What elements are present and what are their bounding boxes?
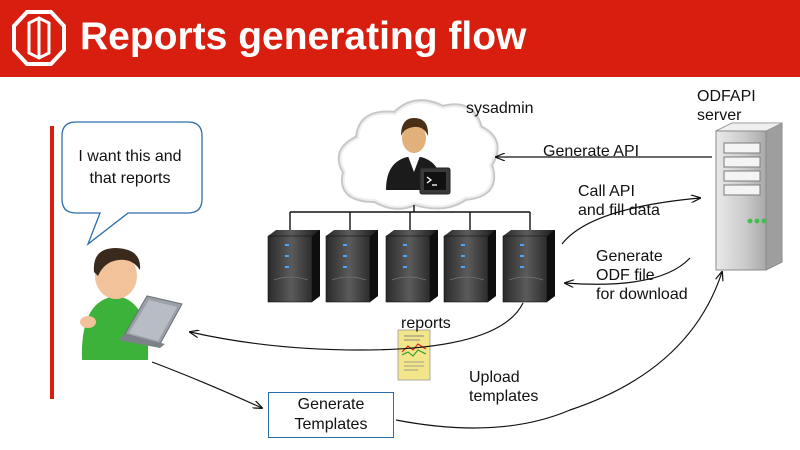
report-document-icon (397, 329, 431, 381)
box-label-line: Generate (297, 396, 365, 413)
arrow-call-api (561, 198, 700, 245)
page-title: Reports generating flow (80, 15, 527, 58)
edge-label-line: Generate (596, 248, 663, 265)
arrow-generate-odf (565, 257, 691, 284)
edge-label-line: for download (596, 286, 688, 303)
user-with-laptop-icon (80, 248, 183, 360)
sysadmin-in-cloud-icon (337, 99, 499, 210)
arrow-reports-to-user (190, 302, 524, 351)
speech-line: I want this and (78, 148, 182, 165)
server-rack-icon (267, 229, 321, 303)
box-label-line: Templates (294, 416, 368, 433)
tower-server-icon (715, 122, 783, 271)
sysadmin-label: sysadmin (466, 100, 534, 117)
server-rack-icon (502, 229, 556, 303)
document-label: reports (401, 315, 451, 332)
edge-label-line: Upload (469, 369, 520, 386)
generate-templates-box: Generate Templates (268, 392, 394, 438)
arrow-user-to-generate (151, 361, 262, 408)
edge-label-line: Call API (578, 183, 635, 200)
shield-logo-icon (12, 10, 66, 66)
network-bus (289, 205, 531, 232)
arrow-upload-templates (395, 272, 722, 429)
server-rack-icon (325, 229, 379, 303)
server-label-line: server (697, 107, 742, 124)
edge-label-line: and fill data (578, 202, 660, 219)
server-farm (267, 229, 556, 303)
server-rack-icon (443, 229, 497, 303)
server-label: ODFAPI server (697, 87, 756, 125)
edge-label-generate-odf: Generate ODF file for download (596, 247, 688, 304)
server-rack-icon (385, 229, 439, 303)
edge-label-generate-api: Generate API (543, 143, 640, 160)
server-label-line: ODFAPI (697, 88, 756, 105)
user-speech-text: I want this and that reports (60, 146, 200, 190)
speech-bubble (61, 121, 203, 246)
edge-label-call-api: Call API and fill data (578, 182, 660, 220)
title-banner: Reports generating flow (0, 0, 800, 77)
speech-line: that reports (89, 170, 171, 187)
edge-label-line: ODF file (596, 267, 655, 284)
edge-label-line: templates (469, 388, 539, 405)
accent-line (50, 126, 54, 399)
edge-label-upload-templates: Upload templates (469, 368, 538, 406)
